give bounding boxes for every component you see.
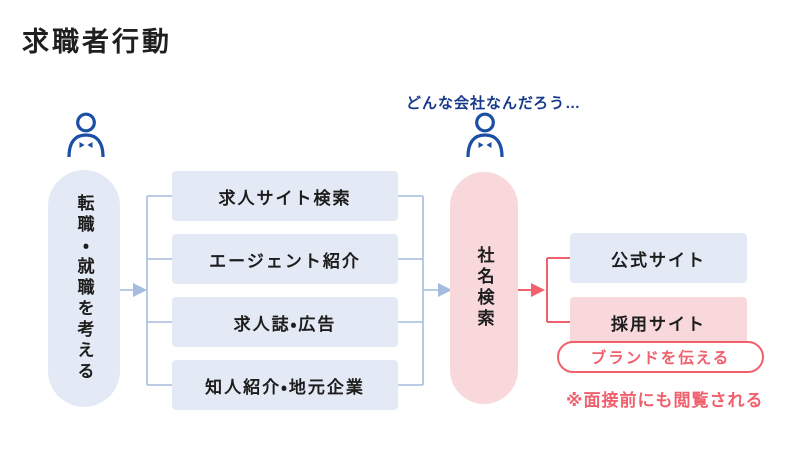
arrow-right-icon: [531, 283, 545, 297]
channel-label: 求人誌・広告: [233, 314, 337, 334]
dest-label: 公式サイト: [611, 250, 706, 270]
person-icon: [65, 112, 107, 158]
left-blue-connector: [120, 195, 172, 386]
start-pill-label: 転職・就職を考える: [74, 194, 94, 383]
dest-box-recruit-site: 採用サイト: [570, 297, 747, 347]
channel-box-agent: エージェント紹介: [172, 234, 398, 284]
channel-label: 知人紹介・地元企業: [205, 377, 365, 397]
channel-label: 求人サイト検索: [218, 188, 352, 208]
channel-box-job-site: 求人サイト検索: [172, 171, 398, 221]
channel-box-referral-local: 知人紹介・地元企業: [172, 360, 398, 410]
brand-badge: ブランドを伝える: [557, 341, 764, 373]
red-connector: [518, 257, 570, 323]
start-pill: 転職・就職を考える: [48, 170, 120, 407]
thought-text: どんな会社なんだろう…: [406, 95, 582, 112]
dest-box-official-site: 公式サイト: [570, 233, 747, 283]
person-icon: [464, 112, 506, 158]
footnote: ※面接前にも閲覧される: [566, 391, 764, 410]
channel-box-magazine-ads: 求人誌・広告: [172, 297, 398, 347]
arrow-right-icon: [133, 283, 147, 297]
right-blue-connector: [398, 195, 452, 386]
dest-label: 採用サイト: [611, 314, 706, 334]
channel-label: エージェント紹介: [209, 251, 361, 271]
page-title: 求職者行動: [22, 27, 172, 57]
search-pill: 社名検索: [450, 172, 518, 404]
search-pill-label: 社名検索: [474, 246, 494, 330]
brand-badge-label: ブランドを伝える: [590, 350, 731, 367]
